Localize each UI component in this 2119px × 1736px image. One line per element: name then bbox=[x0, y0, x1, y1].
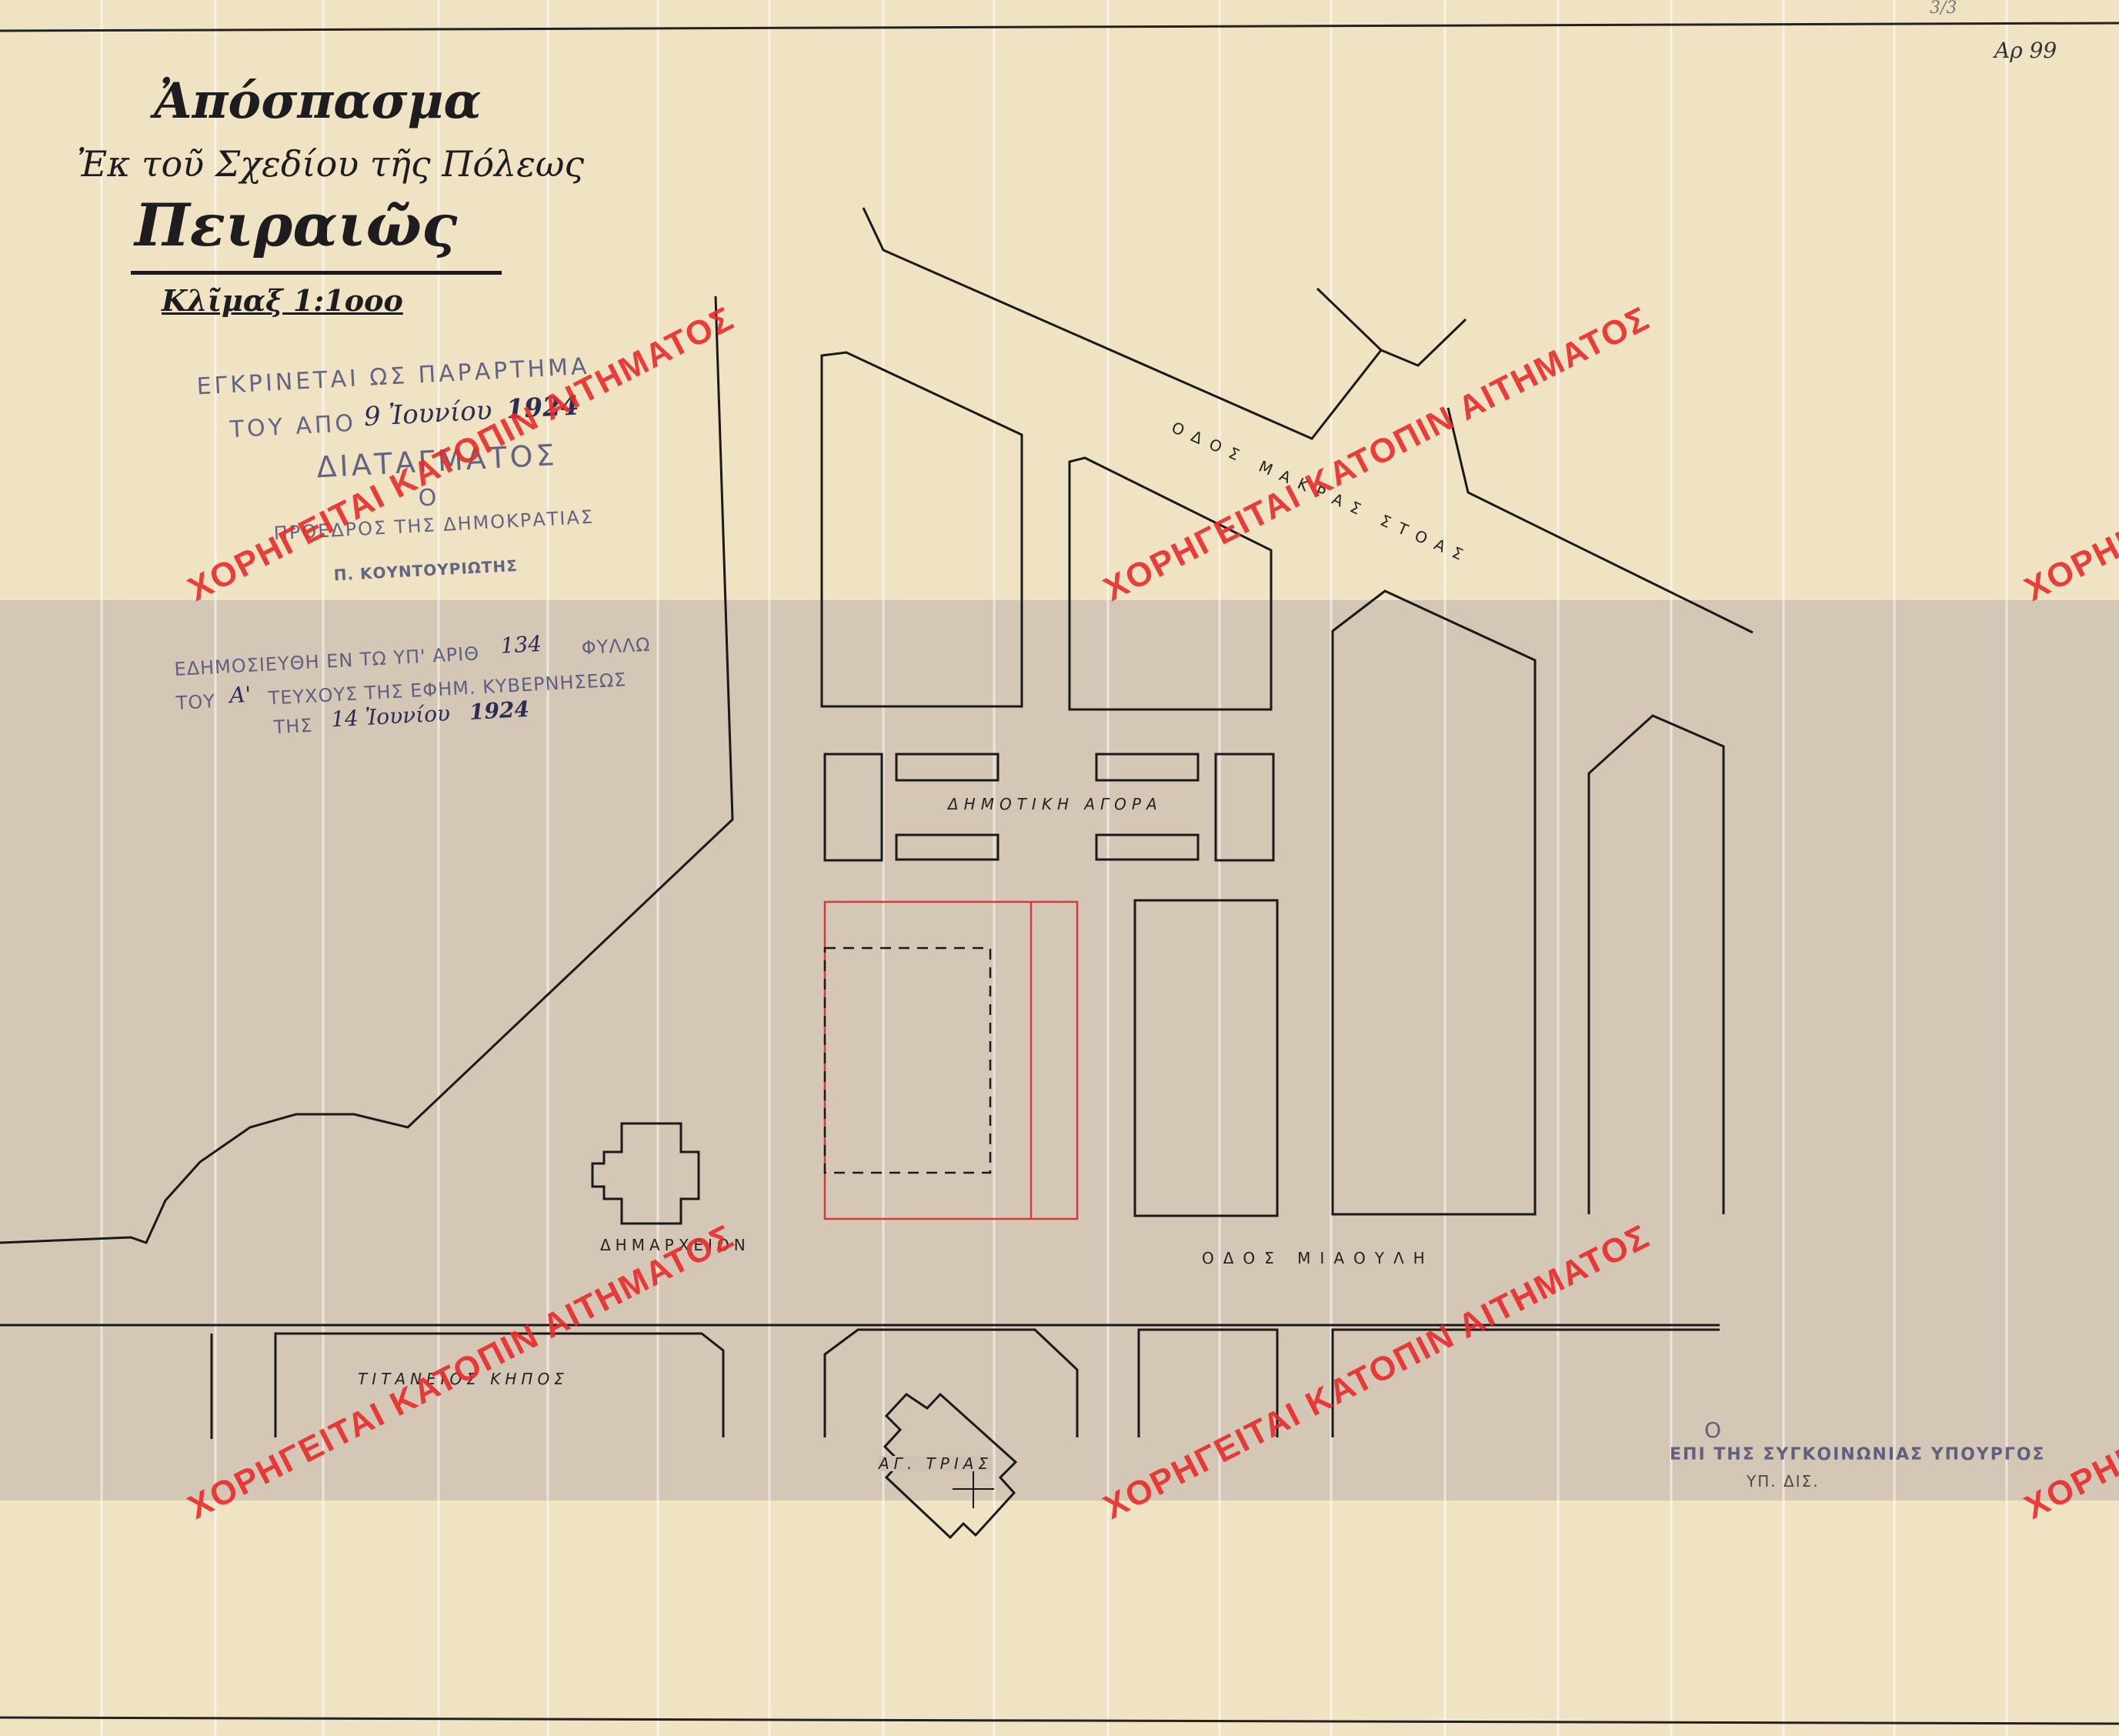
title-line-2: Ἐκ τοῦ Σχεδίου τῆς Πόλεως bbox=[77, 143, 585, 185]
town-hall-outline bbox=[591, 1122, 700, 1225]
approval-day: 9 Ἰουνίου bbox=[363, 395, 493, 433]
church-outline bbox=[883, 1392, 1018, 1540]
market-stall-4 bbox=[1095, 753, 1200, 782]
market-stall-5 bbox=[1095, 833, 1200, 861]
block-far-east bbox=[1587, 714, 1725, 1214]
minister-stamp-line-3: ΥΠ. ΔΙΣ. bbox=[1747, 1472, 1820, 1491]
minister-stamp-line-1: Ο bbox=[1704, 1417, 1725, 1443]
makras-stoas-south-edge bbox=[1447, 407, 1754, 634]
title-line-1: Ἀπόσπασμα bbox=[154, 72, 482, 130]
minister-stamp-line-2: ΕΠΙ ΤΗΣ ΣΥΓΚΟΙΝΩΝΙΑΣ ΥΠΟΥΡΓΟΣ bbox=[1670, 1445, 2046, 1464]
publication-year: 1924 bbox=[469, 696, 530, 725]
label-garden: ΤΙΤΑΝΕΙΟΣ ΚΗΠΟΣ bbox=[358, 1370, 569, 1388]
sheet-border-top bbox=[0, 22, 2119, 32]
label-market: ΔΗΜΟΤΙΚΗ ΑΓΟΡΑ bbox=[948, 795, 1163, 813]
lower-block-5 bbox=[1331, 1328, 1720, 1437]
block-east-tall bbox=[1331, 589, 1537, 1216]
block-north-middle bbox=[1068, 456, 1273, 711]
publication-date: 14 Ἰουνίου bbox=[330, 700, 451, 733]
publication-line-1: ΕΔΗΜΟΣΙΕΥΘΗ ΕΝ ΤΩ ΥΠ' ΑΡΙΘ bbox=[173, 643, 480, 680]
block-north-west bbox=[820, 351, 1023, 708]
diagonal-street-left bbox=[0, 295, 734, 1244]
catalog-note: Αρ 99 bbox=[1994, 38, 2057, 63]
title-underline bbox=[131, 271, 502, 275]
publication-line-1-suffix: ΦΥΛΛΩ bbox=[581, 633, 652, 659]
label-church: ΑΓ. ΤΡΙΑΣ bbox=[879, 1454, 993, 1473]
dashed-plot bbox=[823, 946, 992, 1174]
publication-number: 134 bbox=[499, 630, 542, 659]
title-line-3: Πειραιῶς bbox=[135, 191, 458, 259]
publication-issue: Α' bbox=[229, 681, 252, 709]
corner-note-top: 3/3 bbox=[1930, 0, 1957, 18]
market-stall-6 bbox=[1214, 753, 1275, 862]
lower-block-2 bbox=[274, 1332, 725, 1437]
publication-line-2-prefix: ΤΟΥ bbox=[175, 690, 216, 714]
shaded-band bbox=[0, 600, 2119, 1501]
lower-block-4 bbox=[1137, 1328, 1279, 1437]
publication-line-3-prefix: ΤΗΣ bbox=[272, 714, 314, 739]
sheet-border-bottom bbox=[0, 1716, 2119, 1725]
street-label-miaouli: ΟΔΟΣ ΜΙΑΟΥΛΗ bbox=[1202, 1249, 1434, 1267]
market-stall-1 bbox=[823, 753, 883, 862]
makras-stoas-north-edge-2 bbox=[1380, 318, 1467, 367]
approval-line-2-prefix: ΤΟΥ ΑΠΟ bbox=[229, 409, 357, 444]
makras-stoas-north-edge bbox=[862, 207, 1383, 440]
market-stall-2 bbox=[895, 753, 999, 782]
street-blocks bbox=[0, 207, 1754, 1540]
lower-block-3 bbox=[823, 1328, 1079, 1437]
scale-label: Κλῖμαξ 1:1οοο bbox=[162, 283, 403, 318]
approval-signature: Π. ΚΟΥΝΤΟΥΡΙΩΤΗΣ bbox=[333, 556, 519, 585]
market-stall-3 bbox=[895, 833, 999, 861]
block-centre-east bbox=[1133, 899, 1279, 1217]
label-town-hall: ΔΗΜΑΡΧΕΙΟΝ bbox=[600, 1236, 750, 1254]
